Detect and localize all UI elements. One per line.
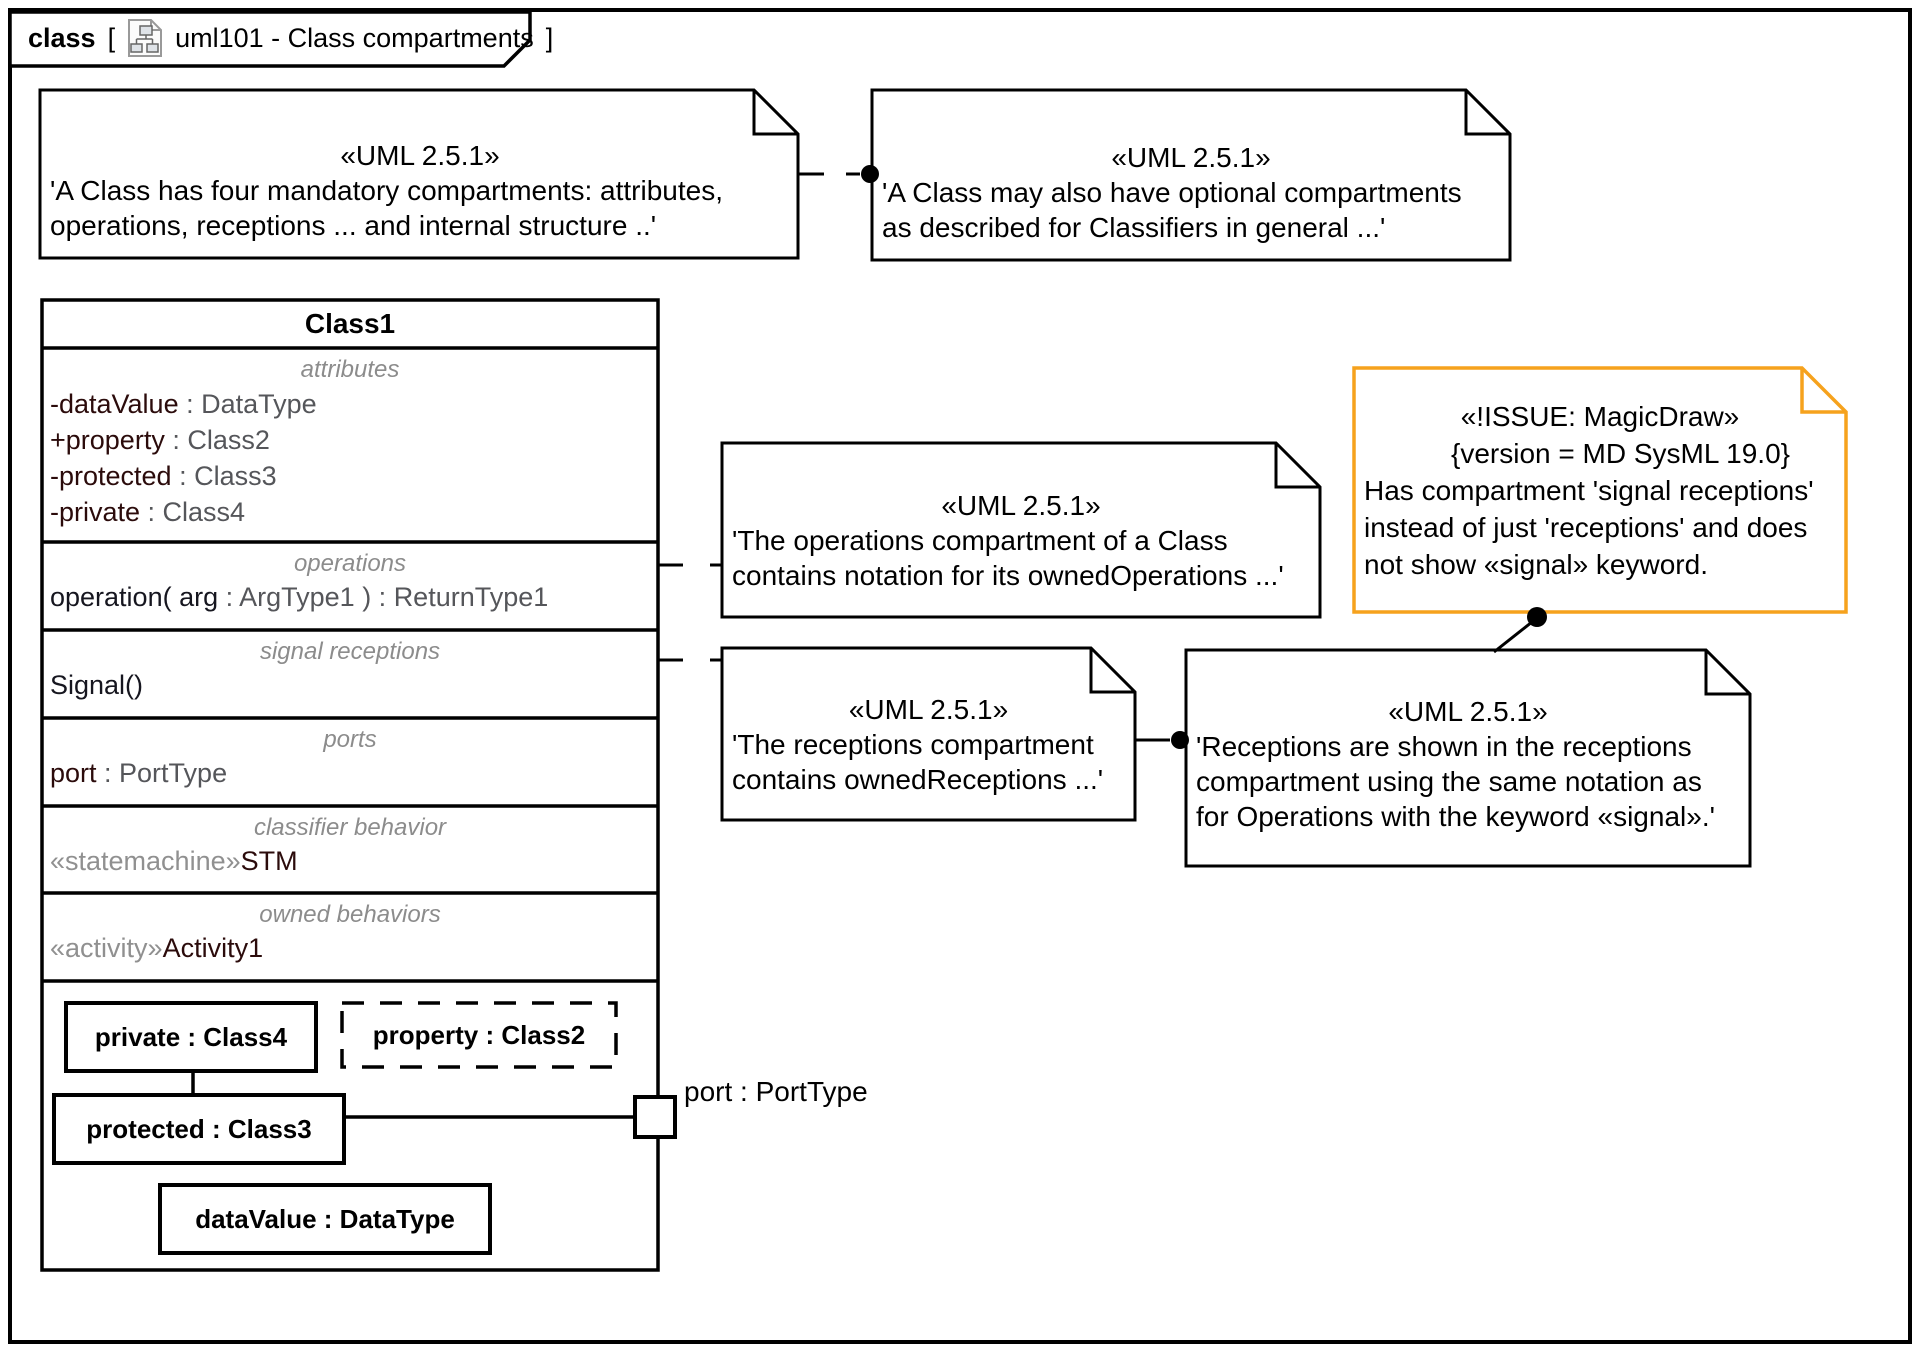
note-body-line: instead of just 'receptions' and does bbox=[1364, 512, 1808, 543]
note-body-line: 'The operations compartment of a Class bbox=[732, 525, 1228, 556]
operation-name: operation( arg bbox=[50, 582, 219, 612]
attribute-name: -dataValue bbox=[50, 389, 179, 419]
note-fold-icon bbox=[1089, 648, 1135, 694]
owned-behavior-item: «activity»Activity1 bbox=[50, 933, 263, 964]
note-body-line: not show «signal» keyword. bbox=[1364, 549, 1708, 580]
note-fold-icon bbox=[1274, 443, 1320, 489]
reception-name: Signal() bbox=[50, 670, 144, 700]
attribute-type: : Class2 bbox=[164, 425, 270, 455]
note-fold-icon bbox=[1704, 650, 1750, 696]
attribute-item: +property : Class2 bbox=[50, 422, 317, 458]
note-body-line: for Operations with the keyword «signal»… bbox=[1196, 801, 1715, 832]
frame-header[interactable]: class [ uml101 - Class compartments ] bbox=[28, 17, 553, 59]
note-mandatory-text: «UML 2.5.1» 'A Class has four mandatory … bbox=[44, 138, 796, 243]
attribute-type: : DataType bbox=[178, 389, 317, 419]
note-body-line: 'Receptions are shown in the receptions bbox=[1196, 731, 1692, 762]
attribute-name: -private bbox=[50, 497, 141, 527]
note-stereotype: «UML 2.5.1» bbox=[941, 490, 1101, 521]
diagram-document-icon bbox=[128, 19, 163, 57]
diagram-kind-label: class bbox=[28, 22, 96, 53]
note-body-line: 'A Class has four mandatory compartments… bbox=[50, 175, 723, 206]
issue-version: {version = MD SysML 19.0} bbox=[1450, 438, 1790, 469]
behavior-name: STM bbox=[240, 846, 298, 876]
note-optional-text: «UML 2.5.1» 'A Class may also have optio… bbox=[876, 140, 1506, 245]
note-reception-notation[interactable] bbox=[1184, 648, 1752, 868]
class-name: Class1 bbox=[304, 308, 396, 339]
classifier-behavior-item: «statemachine»STM bbox=[50, 846, 298, 877]
attribute-type: : Class4 bbox=[140, 497, 246, 527]
connector-anchor-dot bbox=[1527, 607, 1547, 627]
port-name: port bbox=[50, 758, 97, 788]
note-operations[interactable] bbox=[720, 441, 1322, 619]
operation-item: operation( arg : ArgType1 ) : ReturnType… bbox=[50, 582, 548, 613]
note-body-line: Has compartment 'signal receptions' bbox=[1364, 475, 1814, 506]
operation-signature: : ArgType1 ) : ReturnType1 bbox=[218, 582, 549, 612]
reception-item: Signal() bbox=[50, 670, 143, 701]
compartment-header-signal-receptions: signal receptions bbox=[259, 638, 441, 665]
note-stereotype: «!ISSUE: MagicDraw» bbox=[1460, 401, 1740, 432]
compartment-header-operations: operations bbox=[293, 550, 407, 577]
attribute-item: -dataValue : DataType bbox=[50, 386, 317, 422]
note-stereotype: «UML 2.5.1» bbox=[1111, 142, 1271, 173]
note-receptions-text: «UML 2.5.1» 'The receptions compartment … bbox=[726, 692, 1131, 797]
diagram-title: uml101 - Class compartments bbox=[175, 22, 534, 53]
part-label-datavalue: dataValue : DataType bbox=[195, 1204, 455, 1234]
part-label-protected: protected : Class3 bbox=[86, 1114, 312, 1144]
note-fold-icon bbox=[1464, 90, 1510, 136]
note-issue-text: «!ISSUE: MagicDraw» {version = MD SysML … bbox=[1358, 398, 1842, 583]
part-protected-class3[interactable] bbox=[52, 1093, 346, 1165]
port-square[interactable] bbox=[633, 1095, 677, 1139]
note-fold-icon bbox=[1800, 368, 1846, 414]
compartment-header-owned-behaviors: owned behaviors bbox=[259, 901, 441, 928]
note-receptions[interactable] bbox=[720, 646, 1137, 822]
connector-anchor-dot bbox=[861, 165, 879, 183]
note-body-line: 'A Class may also have optional compartm… bbox=[882, 177, 1462, 208]
note-body-line: as described for Classifiers in general … bbox=[882, 212, 1386, 243]
note-body-line: operations, receptions ... and internal … bbox=[50, 210, 657, 241]
part-private-class4[interactable] bbox=[64, 1001, 318, 1073]
port-item: port : PortType bbox=[50, 758, 227, 789]
note-stereotype: «UML 2.5.1» bbox=[1388, 696, 1548, 727]
part-label-private: private : Class4 bbox=[94, 1022, 288, 1052]
note-reception-notation-text: «UML 2.5.1» 'Receptions are shown in the… bbox=[1190, 694, 1746, 834]
compartment-header-classifier-behavior: classifier behavior bbox=[253, 814, 447, 841]
bracket-close: ] bbox=[545, 22, 554, 53]
connector-anchor-dot bbox=[1171, 731, 1189, 749]
diagram-frame bbox=[8, 8, 1912, 1344]
behavior-name: Activity1 bbox=[162, 933, 264, 963]
attribute-name: +property bbox=[50, 425, 165, 455]
note-body-line: contains ownedReceptions ...' bbox=[732, 764, 1104, 795]
compartment-header-attributes: attributes bbox=[300, 356, 400, 383]
behavior-stereotype: «activity» bbox=[50, 933, 163, 963]
note-fold-icon bbox=[752, 90, 798, 136]
attribute-name: -protected bbox=[50, 461, 172, 491]
note-issue-magicdraw[interactable] bbox=[1352, 366, 1848, 614]
note-body-line: contains notation for its ownedOperation… bbox=[732, 560, 1284, 591]
part-datavalue-datatype[interactable] bbox=[158, 1183, 492, 1255]
note-stereotype: «UML 2.5.1» bbox=[340, 140, 500, 171]
attributes-list: -dataValue : DataType +property : Class2… bbox=[50, 386, 317, 530]
attribute-item: -private : Class4 bbox=[50, 494, 317, 530]
behavior-stereotype: «statemachine» bbox=[50, 846, 241, 876]
note-mandatory[interactable] bbox=[38, 88, 800, 260]
part-label-property: property : Class2 bbox=[372, 1020, 586, 1050]
attribute-type: : Class3 bbox=[171, 461, 277, 491]
port-floating-label: port : PortType bbox=[684, 1076, 868, 1107]
port-type: : PortType bbox=[96, 758, 228, 788]
note-operations-text: «UML 2.5.1» 'The operations compartment … bbox=[726, 488, 1316, 593]
note-body-line: compartment using the same notation as bbox=[1196, 766, 1702, 797]
note-body-line: 'The receptions compartment bbox=[732, 729, 1094, 760]
note-optional[interactable] bbox=[870, 88, 1512, 262]
attribute-item: -protected : Class3 bbox=[50, 458, 317, 494]
compartment-header-ports: ports bbox=[323, 726, 377, 753]
bracket-open: [ bbox=[107, 22, 116, 53]
part-property-class2[interactable] bbox=[340, 1001, 618, 1069]
note-stereotype: «UML 2.5.1» bbox=[848, 694, 1009, 725]
